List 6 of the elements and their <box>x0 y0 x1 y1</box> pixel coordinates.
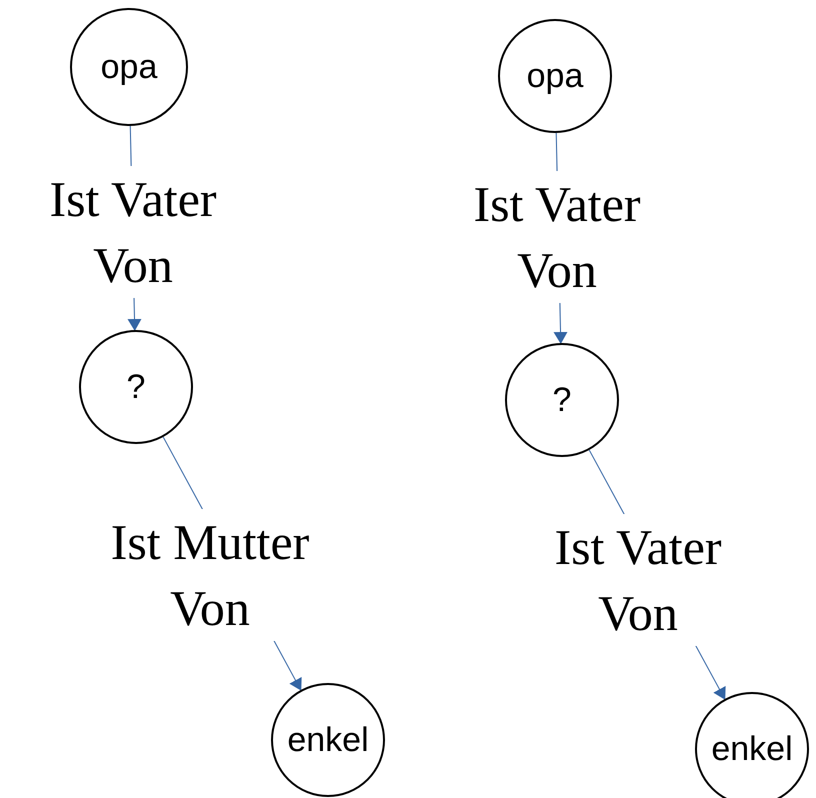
node-label: enkel <box>287 720 369 760</box>
node-label: ? <box>552 380 572 420</box>
node-label: opa <box>526 56 584 96</box>
node-label: enkel <box>711 730 793 768</box>
node-label: ? <box>126 368 146 406</box>
node-label: opa <box>100 48 158 86</box>
